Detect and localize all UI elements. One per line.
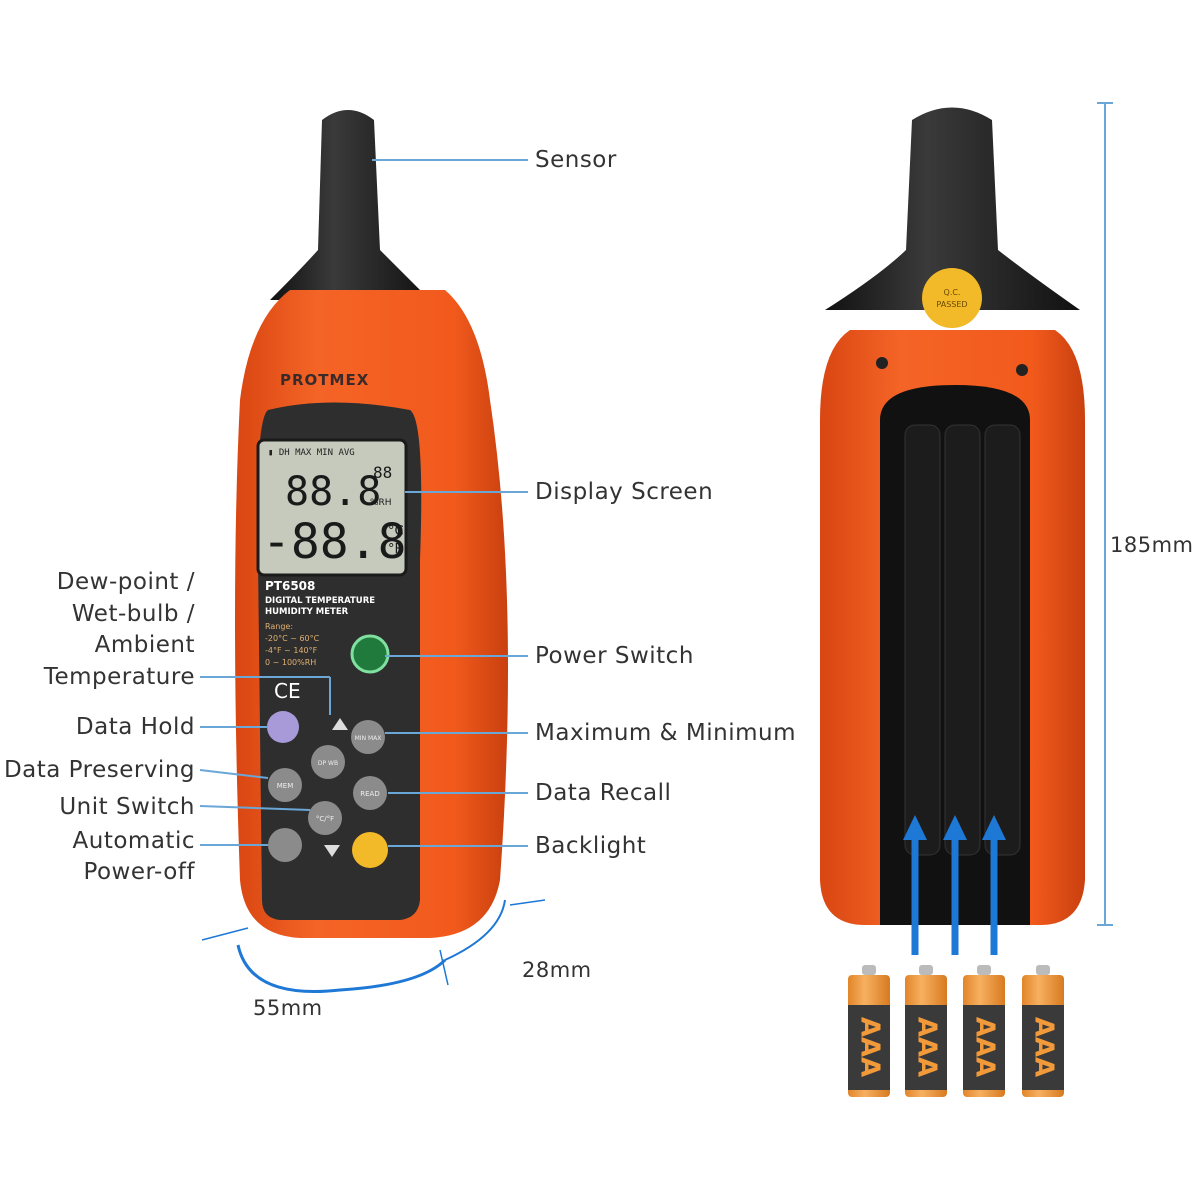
min-max-button[interactable] xyxy=(351,720,385,754)
lcd-screen xyxy=(256,438,408,577)
label-dew-point: Dew-point / xyxy=(56,569,195,595)
label-power-off: Power-off xyxy=(83,859,195,885)
sensor-probe xyxy=(270,110,430,300)
backlight-button[interactable] xyxy=(352,832,388,868)
lcd-unit-rh: %RH xyxy=(370,498,392,508)
label-power-switch: Power Switch xyxy=(535,643,694,669)
brand-logo: PROTMEX xyxy=(280,371,369,389)
front-device: ▮ DH MAX MIN AVG 88.8 88 %RH -88.8 °C °F… xyxy=(201,110,546,994)
up-arrow-icon xyxy=(332,718,348,730)
label-temperature: Temperature xyxy=(43,664,195,690)
lcd-temperature: -88.8 xyxy=(262,514,407,570)
dimension-depth: 28mm xyxy=(522,958,592,982)
range-line: -20°C ~ 60°C xyxy=(265,634,320,643)
unit-button[interactable] xyxy=(308,801,342,835)
min-max-label: MIN MAX xyxy=(355,735,382,742)
lcd-unit-f: °F xyxy=(388,542,402,557)
device-title-line1: DIGITAL TEMPERATURE xyxy=(265,596,375,606)
ce-mark: CE xyxy=(274,679,301,703)
label-ambient: Ambient xyxy=(94,632,195,658)
mem-label: MEM xyxy=(277,782,294,790)
label-wet-bulb: Wet-bulb / xyxy=(71,601,195,627)
aaa-battery: AAA xyxy=(1022,965,1064,1097)
aaa-battery: AAA xyxy=(905,965,947,1097)
dimension-width: 55mm xyxy=(253,996,323,1020)
leader-lines xyxy=(199,102,1113,926)
hold-button[interactable] xyxy=(267,711,299,743)
auto-off-button[interactable] xyxy=(268,828,302,862)
aaa-battery: AAA xyxy=(848,965,890,1097)
down-arrow-icon xyxy=(324,845,340,857)
back-device: Q.C. PASSED xyxy=(820,107,1085,955)
device-title-line2: HUMIDITY METER xyxy=(265,607,349,617)
mem-button[interactable] xyxy=(268,768,302,802)
battery-label: AAA xyxy=(970,1017,1000,1077)
battery-label: AAA xyxy=(855,1017,885,1077)
lcd-unit-c: °C xyxy=(388,524,404,539)
label-display-screen: Display Screen xyxy=(535,479,714,505)
range-label: Range: xyxy=(265,622,293,631)
read-label: READ xyxy=(360,790,379,798)
power-button[interactable] xyxy=(350,634,390,674)
rear-probe xyxy=(825,107,1080,310)
dp-wb-label: DP WB xyxy=(318,760,338,767)
read-button[interactable] xyxy=(353,776,387,810)
unit-label: °C/°F xyxy=(316,815,334,823)
label-max-min: Maximum & Minimum xyxy=(535,720,796,746)
battery-label: AAA xyxy=(912,1017,942,1077)
label-data-preserving: Data Preserving xyxy=(3,757,195,783)
arrow-icons xyxy=(903,815,1006,955)
label-unit-switch: Unit Switch xyxy=(59,794,195,820)
qc-text: Q.C. xyxy=(944,288,961,297)
lcd-small-digits: 88 xyxy=(373,463,392,482)
lcd-humidity: 88.8 xyxy=(285,469,381,515)
label-data-recall: Data Recall xyxy=(535,780,672,806)
qc-sticker xyxy=(922,268,982,328)
dimension-height: 185mm xyxy=(1110,533,1194,557)
label-sensor: Sensor xyxy=(535,147,617,173)
aaa-battery: AAA xyxy=(963,965,1005,1097)
range-line: -4°F ~ 140°F xyxy=(265,646,318,655)
qc-text: PASSED xyxy=(936,300,967,309)
width-arc xyxy=(236,944,447,994)
dp-wb-button[interactable] xyxy=(311,745,345,779)
svg-text:▮ DH MAX MIN AVG: ▮ DH MAX MIN AVG xyxy=(268,448,355,458)
model-name: PT6508 xyxy=(265,579,315,593)
label-automatic: Automatic xyxy=(72,828,195,854)
batteries: AAA AAA AAA AAA xyxy=(848,965,1064,1097)
label-data-hold: Data Hold xyxy=(75,714,195,740)
battery-label: AAA xyxy=(1029,1017,1059,1077)
label-backlight: Backlight xyxy=(535,833,647,859)
range-line: 0 ~ 100%RH xyxy=(265,658,316,667)
